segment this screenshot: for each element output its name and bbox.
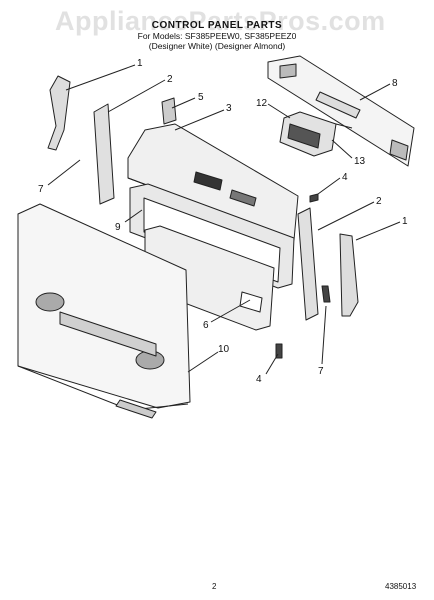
part-electronic-control	[279, 111, 353, 157]
part-end-cap-left	[47, 75, 71, 151]
callout-3: 3	[226, 103, 232, 114]
part-end-cap-right	[339, 233, 359, 317]
callout-9: 9	[115, 222, 121, 233]
part-side-bracket-left	[93, 103, 115, 205]
watermark: AppliancePartsPros.com	[55, 6, 386, 36]
callout-1-left: 1	[137, 58, 143, 69]
callout-6: 6	[203, 320, 209, 331]
part-screws	[275, 193, 331, 359]
callout-7-right: 7	[318, 366, 324, 377]
leader-lines	[47, 64, 401, 375]
part-bracket	[161, 97, 177, 125]
callout-2-right: 2	[376, 196, 382, 207]
document-number: 4385013	[385, 582, 417, 591]
callout-10: 10	[218, 344, 230, 355]
callout-7-left: 7	[38, 184, 44, 195]
callout-1-right: 1	[402, 216, 408, 227]
callout-2-left: 2	[167, 74, 173, 85]
page-number: 2	[212, 582, 217, 591]
part-control-plate	[144, 225, 275, 331]
color-variants: (Designer White) (Designer Almond)	[148, 41, 286, 51]
diagram-title: CONTROL PANEL PARTS	[151, 20, 283, 31]
model-numbers: For Models: SF385PEEW0, SF385PEEZ0	[137, 31, 297, 41]
callout-4-bottom: 4	[256, 374, 262, 385]
callout-8: 8	[392, 78, 398, 89]
callout-4-top: 4	[342, 172, 348, 183]
callout-13: 13	[354, 156, 366, 167]
callout-5: 5	[198, 92, 204, 103]
part-back-panel	[17, 203, 191, 419]
part-rear-panel	[267, 55, 415, 167]
part-side-bracket-right	[297, 207, 319, 321]
callout-12: 12	[256, 98, 268, 109]
